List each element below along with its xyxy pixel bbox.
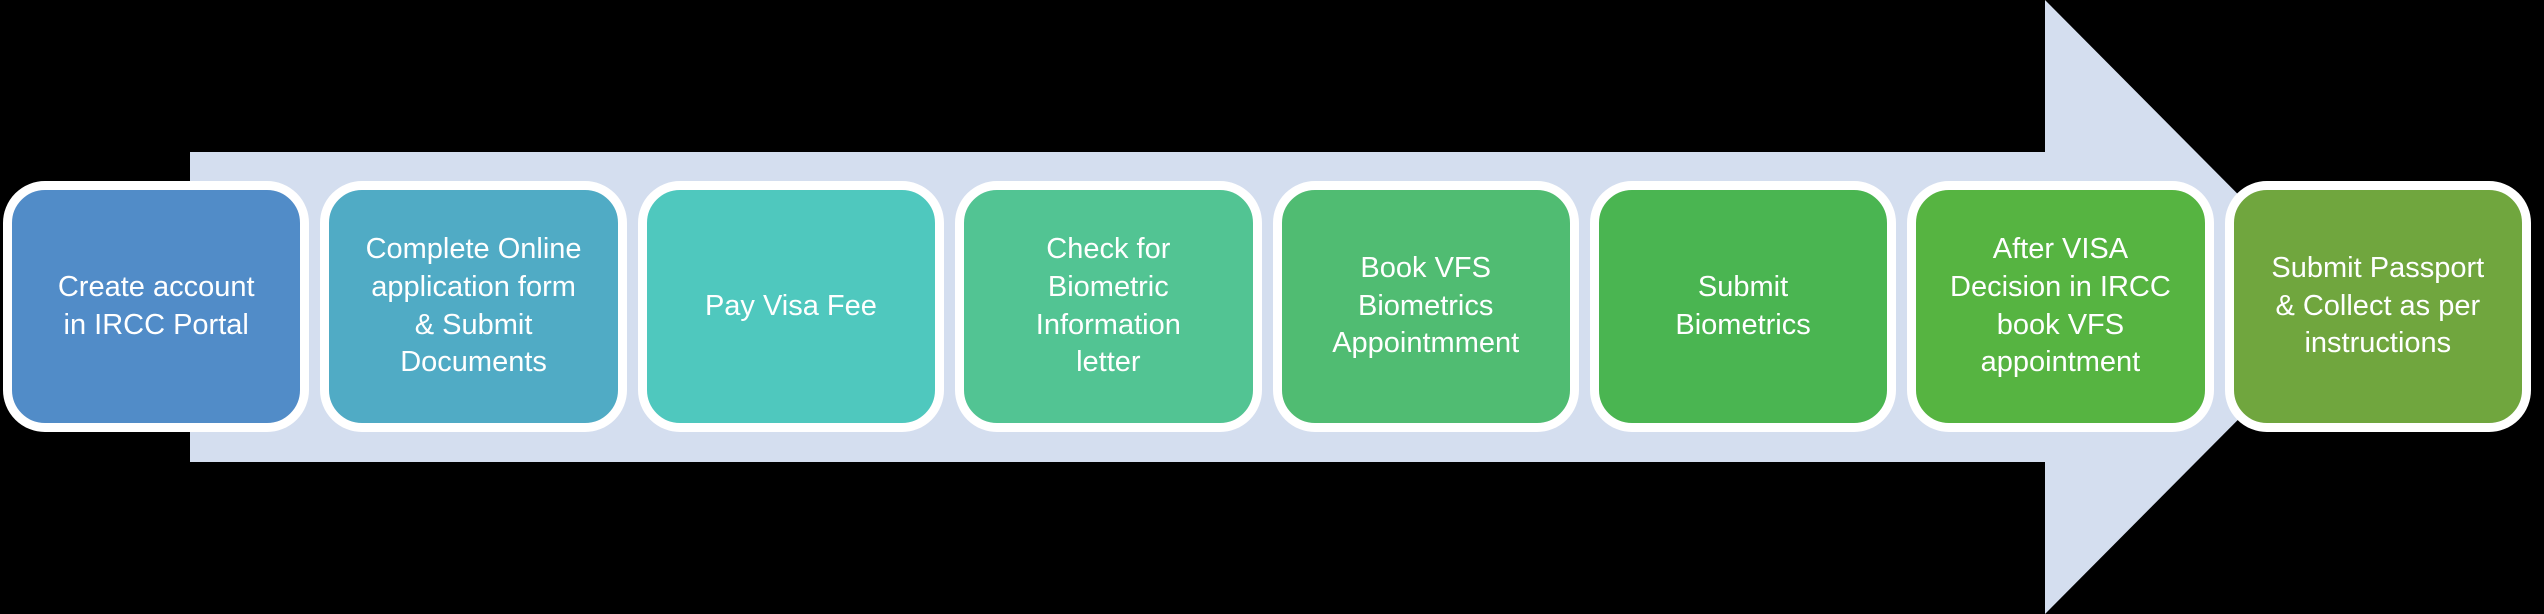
step-label: Complete Online application form & Submi… xyxy=(365,232,582,379)
step-box-6: Submit Biometrics xyxy=(1589,181,1897,432)
steps-row: Create account in IRCC Portal Complete O… xyxy=(3,181,2531,432)
step-box-2: Complete Online application form & Submi… xyxy=(320,181,627,432)
step-label: Check for Biometric Information letter xyxy=(1035,232,1181,379)
step-box-7: After VISA Decision in IRCC book VFS app… xyxy=(1907,181,2214,432)
step-box-5: Book VFS Biometrics Appointmment xyxy=(1272,181,1579,432)
step-label: After VISA Decision in IRCC book VFS app… xyxy=(1950,232,2171,379)
step-label: Submit Biometrics xyxy=(1675,270,1811,341)
step-label: Create account in IRCC Portal xyxy=(57,270,255,341)
step-box-3: Pay Visa Fee xyxy=(637,181,945,432)
step-box-8: Submit Passport & Collect as per instruc… xyxy=(2224,181,2531,432)
step-label: Book VFS Biometrics Appointmment xyxy=(1332,251,1520,360)
step-label: Submit Passport & Collect as per instruc… xyxy=(2271,251,2485,360)
step-box-4: Check for Biometric Information letter xyxy=(955,181,1262,432)
step-box-1: Create account in IRCC Portal xyxy=(3,181,310,432)
step-label: Pay Visa Fee xyxy=(704,289,877,322)
